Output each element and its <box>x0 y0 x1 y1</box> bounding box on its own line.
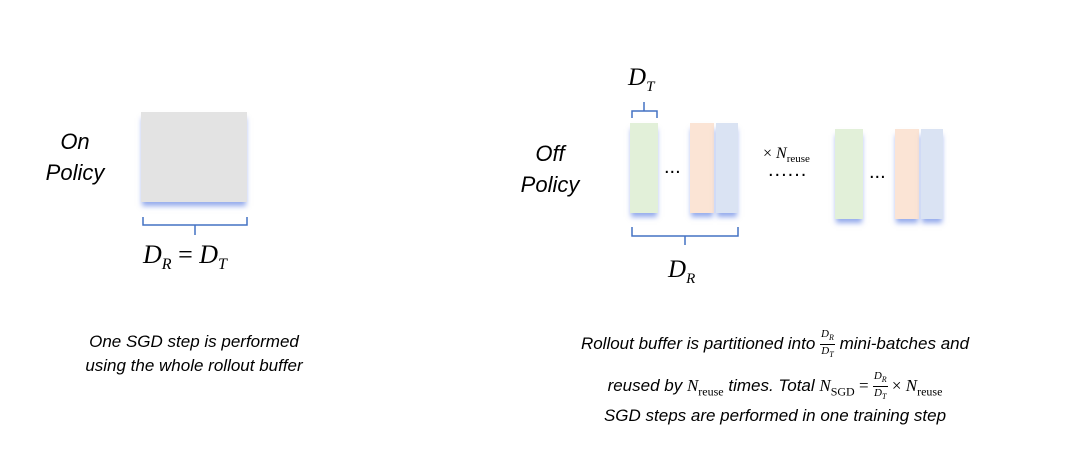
minibatch-bar-orange-2 <box>895 129 919 219</box>
frac2-num: D <box>873 370 882 382</box>
dt-top-subscript: T <box>646 79 655 95</box>
off-policy-bottom-brace-label: DR <box>668 256 695 288</box>
frac2-den: D <box>874 387 882 400</box>
caption2-n-sub: reuse <box>698 384 724 399</box>
off-policy-label: Off Policy <box>505 138 595 200</box>
frac2-den-sub: T <box>882 392 887 402</box>
dr-subscript: R <box>161 256 172 274</box>
minibatch-bar-blue-2 <box>921 129 943 219</box>
caption2-pre: reused by <box>607 376 687 396</box>
caption2-times: × <box>887 376 906 396</box>
on-policy-label: On Policy <box>30 126 120 188</box>
caption2-n2-sub: reuse <box>917 384 943 399</box>
times-sign: × <box>763 145 777 162</box>
n-symbol: N <box>776 145 787 162</box>
on-policy-brace <box>142 217 248 235</box>
repeat-dots: ...... <box>768 159 808 181</box>
dt-top-symbol: D <box>628 64 647 91</box>
frac1-den-sub: T <box>829 350 834 360</box>
on-policy-caption-line1: One SGD step is performed <box>89 332 299 351</box>
minibatch-bar-blue-1 <box>716 123 738 213</box>
off-policy-top-brace <box>631 102 658 118</box>
frac1-num: D <box>821 328 829 340</box>
off-policy-label-line2: Policy <box>520 172 580 197</box>
on-policy-brace-label: DR = DT <box>143 240 227 274</box>
dr-bottom-symbol: D <box>668 256 687 283</box>
frac1-den: D <box>821 345 830 358</box>
caption2-mid: times. Total <box>723 376 820 396</box>
n-reuse-subscript: reuse <box>786 153 810 166</box>
caption1-pre: Rollout buffer is partitioned into <box>580 334 821 354</box>
frac2-num-sub: R <box>881 375 887 385</box>
rollout-buffer-block <box>141 112 247 202</box>
off-policy-top-brace-label: DT <box>628 64 654 96</box>
caption2-nsgd: N <box>819 376 831 396</box>
frac1-num-sub: R <box>828 333 834 343</box>
dt-symbol: D <box>199 240 219 269</box>
minibatch-bar-green-1 <box>630 123 658 213</box>
dr-symbol: D <box>143 240 162 269</box>
caption2-n: N <box>686 376 699 396</box>
on-policy-label-line1: On <box>60 129 90 154</box>
times-nreuse-label: × Nreuse <box>763 145 810 165</box>
ellipsis-1: ... <box>664 156 681 178</box>
caption2-eq: = <box>854 376 873 396</box>
ellipsis-2: ... <box>869 161 886 183</box>
on-policy-label-line2: Policy <box>45 160 105 185</box>
off-policy-bottom-brace <box>631 227 739 245</box>
on-policy-caption-line2: using the whole rollout buffer <box>85 356 303 375</box>
minibatch-bar-green-2 <box>835 129 863 219</box>
caption2-nsgd-sub: SGD <box>830 384 855 399</box>
dt-subscript: T <box>218 256 227 274</box>
caption2-n2: N <box>905 376 918 396</box>
off-policy-caption-line3: SGD steps are performed in one training … <box>603 406 947 425</box>
off-policy-label-line1: Off <box>535 141 565 166</box>
dr-bottom-subscript: R <box>686 271 696 287</box>
caption1-post: mini-batches and <box>834 334 970 354</box>
equals-sign: = <box>171 240 200 269</box>
on-policy-caption: One SGD step is performed using the whol… <box>44 330 344 378</box>
minibatch-bar-orange-1 <box>690 123 714 213</box>
